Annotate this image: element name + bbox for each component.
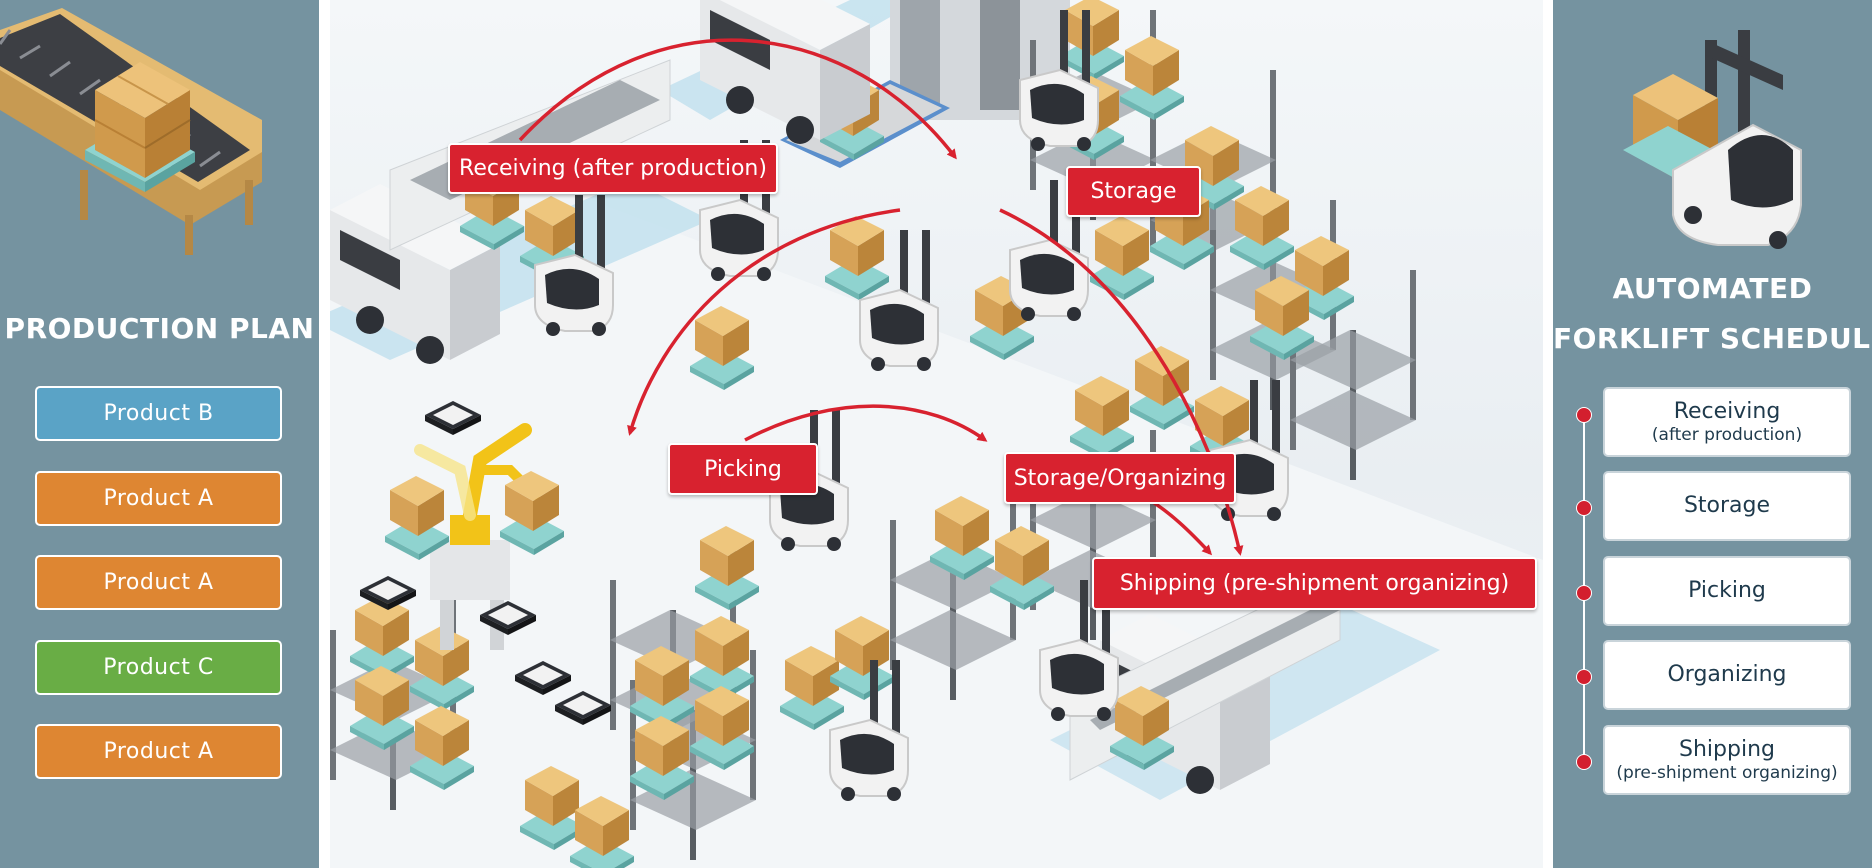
timeline-dot [1576,585,1592,601]
product-item[interactable]: Product B [35,386,282,441]
schedule-item-receiving[interactable]: Receiving (after production) [1603,387,1851,457]
production-plan-panel: PRODUCTION PLAN Product B Product A Prod… [0,0,319,868]
warehouse-scene: Receiving (after production) Storage Pic… [330,0,1543,868]
robot-arm-icon [414,423,540,650]
timeline-dot [1576,500,1592,516]
schedule-item-storage[interactable]: Storage [1603,471,1851,541]
schedule-item-main: Shipping [1679,737,1775,762]
schedule-title-line2: FORKLIFT SCHEDULE [1553,322,1872,355]
schedule-item-main: Receiving [1673,399,1781,424]
schedule-item-shipping[interactable]: Shipping (pre-shipment organizing) [1603,725,1851,795]
warehouse-illustration [330,0,1543,868]
box-icon [94,62,191,178]
label-shipping: Shipping (pre-shipment organizing) [1092,557,1537,610]
forklift-icon [1623,30,1802,249]
production-plan-title: PRODUCTION PLAN [4,312,315,345]
product-item[interactable]: Product A [35,471,282,526]
product-item[interactable]: Product A [35,724,282,779]
schedule-item-sub: (after production) [1651,425,1803,445]
timeline-dot [1576,669,1592,685]
timeline-dot [1576,407,1592,423]
schedule-item-sub: (pre-shipment organizing) [1616,763,1838,783]
schedule-item-main: Picking [1688,578,1766,603]
conveyor-icon [0,8,262,255]
schedule-item-organizing[interactable]: Organizing [1603,640,1851,710]
schedule-item-main: Organizing [1667,662,1787,687]
schedule-item-main: Storage [1683,493,1771,518]
timeline-dot [1576,754,1592,770]
product-item[interactable]: Product A [35,555,282,610]
schedule-title-line1: AUTOMATED [1612,272,1813,305]
product-item[interactable]: Product C [35,640,282,695]
forklift-schedule-panel: AUTOMATED FORKLIFT SCHEDULE Receiving (a… [1553,0,1872,868]
label-storage: Storage [1066,166,1201,217]
label-storage-organizing: Storage/Organizing [1004,452,1236,504]
label-picking: Picking [668,443,818,495]
schedule-item-picking[interactable]: Picking [1603,556,1851,626]
label-receiving: Receiving (after production) [448,143,778,194]
